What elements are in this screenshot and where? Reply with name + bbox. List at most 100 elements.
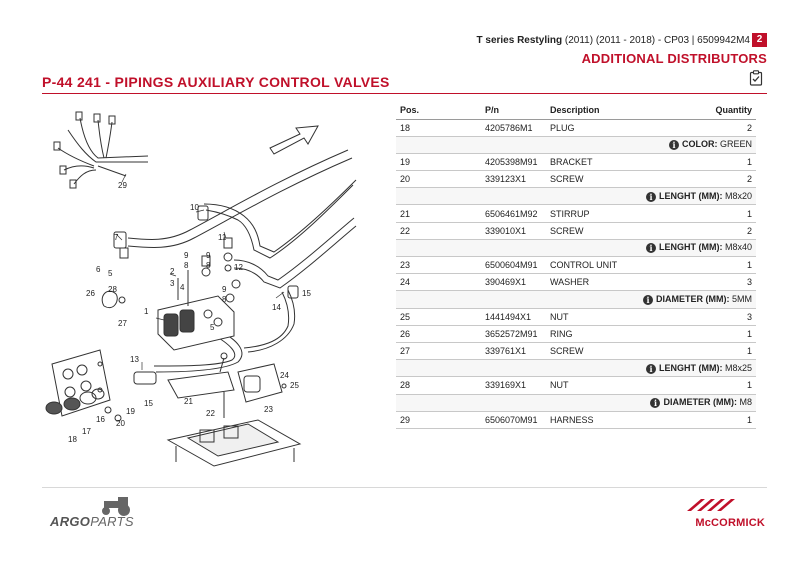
spec-label: LENGHT (MM): [658,190,723,201]
part-position: 24 [396,273,481,292]
header-divider [42,93,767,94]
callout-9a: 9 [184,251,189,260]
fittings [113,205,299,385]
spec-label: LENGHT (MM): [658,242,723,253]
part-description: SCREW [546,342,646,361]
part-description: PLUG [546,119,646,137]
callout-16: 16 [96,415,105,424]
mccormick-wordmark: McCORMICK [695,517,765,529]
exploded-parts-diagram: 29 10 7 11 9 8 6 5 12 2 3 4 28 26 1 14 1… [45,111,357,467]
ring-drawing [101,290,126,308]
callout-8c: 8 [222,295,227,304]
info-icon[interactable]: i [650,398,661,409]
part-number: 339010X1 [481,222,546,240]
callout-21: 21 [184,397,193,406]
spec-value: M8 [739,397,752,408]
part-quantity: 2 [646,170,756,189]
part-position: 25 [396,308,481,326]
callout-24: 24 [280,371,289,380]
part-quantity: 3 [646,308,756,326]
info-icon[interactable]: i [645,243,656,254]
part-number: 4205786M1 [481,119,546,137]
info-icon[interactable]: i [645,191,656,202]
part-position: 28 [396,376,481,395]
part-number: 339123X1 [481,170,546,189]
callout-6: 6 [96,265,101,274]
footer-divider [42,487,767,488]
part-position: 21 [396,204,481,223]
part-quantity: 3 [646,273,756,292]
part-number: 390469X1 [481,273,546,292]
mccormick-chevron-icon [687,499,735,511]
info-icon[interactable]: i [642,294,653,305]
tractor-icon [102,497,130,516]
info-icon[interactable]: i [668,140,679,151]
spec-label: DIAMETER (MM): [663,397,737,408]
header-pn: P/n [481,102,546,120]
callout-5a: 5 [108,269,113,278]
part-position: 22 [396,222,481,240]
series-name: T series Restyling [476,35,563,46]
part-quantity: 1 [646,204,756,223]
part-position: 19 [396,153,481,172]
callout-15b: 15 [144,399,153,408]
callout-19: 19 [126,407,135,416]
callout-29: 29 [118,181,127,190]
stirrup-drawing [167,352,235,399]
header-pos: Pos. [396,102,481,120]
part-description: CONTROL UNIT [546,256,646,275]
part-number: 1441494X1 [481,308,546,326]
console-frame [166,419,302,467]
header-description: Description [546,102,646,120]
spec-value: M8x40 [724,242,752,253]
part-description: WASHER [546,273,646,292]
part-number: 6506070M91 [481,411,546,429]
part-description: STIRRUP [546,204,646,223]
callout-4: 4 [180,283,185,292]
part-position: 20 [396,170,481,189]
part-quantity: 2 [646,222,756,240]
callout-9c: 9 [222,285,227,294]
part-description: BRACKET [546,153,646,172]
part-number: 339761X1 [481,342,546,361]
callout-10: 10 [190,203,199,212]
callout-22: 22 [206,409,215,418]
spec-label: LENGHT (MM): [658,362,723,373]
spec-label: DIAMETER (MM): [655,293,730,304]
callout-9b: 9 [206,251,211,260]
callout-25: 25 [290,381,299,390]
harness-drawing [53,111,149,189]
clipboard-icon[interactable] [749,70,763,86]
part-quantity: 1 [646,376,756,395]
callout-17: 17 [82,427,91,436]
part-quantity: 1 [646,342,756,361]
table-header-row: Pos. P/n Description Quantity [396,102,756,120]
callout-27: 27 [118,319,127,328]
part-description: NUT [546,376,646,395]
part-position: 27 [396,342,481,361]
spec-value: 5MM [732,293,752,304]
leader-lines [115,173,285,370]
spec-value: M8x20 [724,190,752,201]
pipings [127,149,357,373]
callout-2: 2 [170,267,175,276]
info-icon[interactable]: i [645,363,656,374]
spec-value: M8x25 [724,362,752,373]
callout-12: 12 [234,263,243,272]
callout-18: 18 [68,435,77,444]
argo-parts-wordmark: ARGOPARTS [50,514,134,529]
series-details: (2011) (2011 - 2018) - CP03 | 6509942M4 [564,35,750,46]
callout-8a: 8 [184,261,189,270]
